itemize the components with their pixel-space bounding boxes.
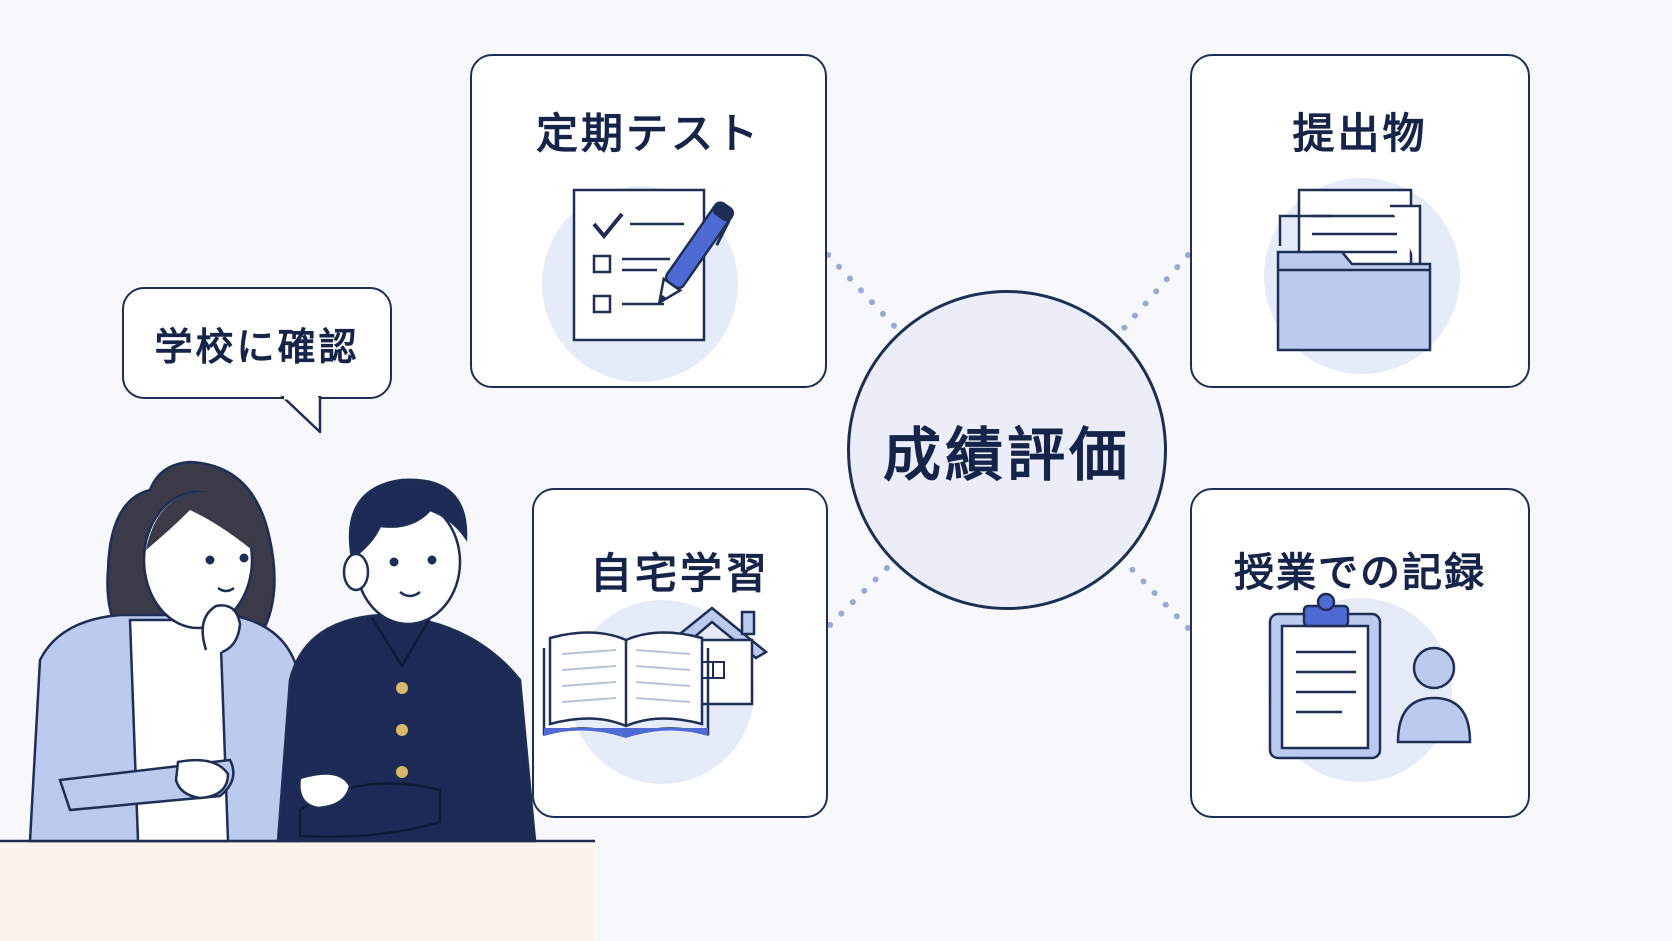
card-title-home: 自宅学習 bbox=[589, 549, 770, 598]
card-title-class: 授業での記録 bbox=[1234, 550, 1486, 596]
mother-figure bbox=[28, 460, 302, 843]
connector-test bbox=[825, 252, 901, 333]
card-home-study: 自宅学習 bbox=[532, 488, 828, 818]
folder-icon bbox=[1264, 178, 1460, 374]
student-figure bbox=[276, 478, 537, 843]
center-label: 成績評価 bbox=[882, 421, 1131, 489]
test-sheet-icon bbox=[542, 186, 738, 382]
card-submissions: 提出物 bbox=[1190, 54, 1530, 388]
connector-home bbox=[827, 557, 898, 628]
speech-bubble-text: 学校に確認 bbox=[154, 324, 360, 369]
pen-icon bbox=[657, 201, 735, 306]
speech-bubble: 学校に確認 bbox=[122, 287, 392, 399]
person-icon bbox=[1396, 646, 1472, 744]
card-title-test: 定期テスト bbox=[535, 109, 761, 158]
card-title-submit: 提出物 bbox=[1292, 109, 1428, 158]
connector-submit bbox=[1115, 252, 1191, 338]
book-icon bbox=[542, 600, 769, 784]
parent-and-student-illustration bbox=[0, 460, 595, 941]
card-class-records: 授業での記録 bbox=[1190, 488, 1530, 818]
card-regular-test: 定期テスト bbox=[470, 54, 827, 388]
center-circle: 成績評価 bbox=[847, 290, 1167, 610]
desk bbox=[0, 841, 595, 941]
connector-class bbox=[1122, 559, 1191, 631]
speech-bubble-tail bbox=[280, 396, 322, 434]
clipboard-icon bbox=[1268, 592, 1472, 782]
